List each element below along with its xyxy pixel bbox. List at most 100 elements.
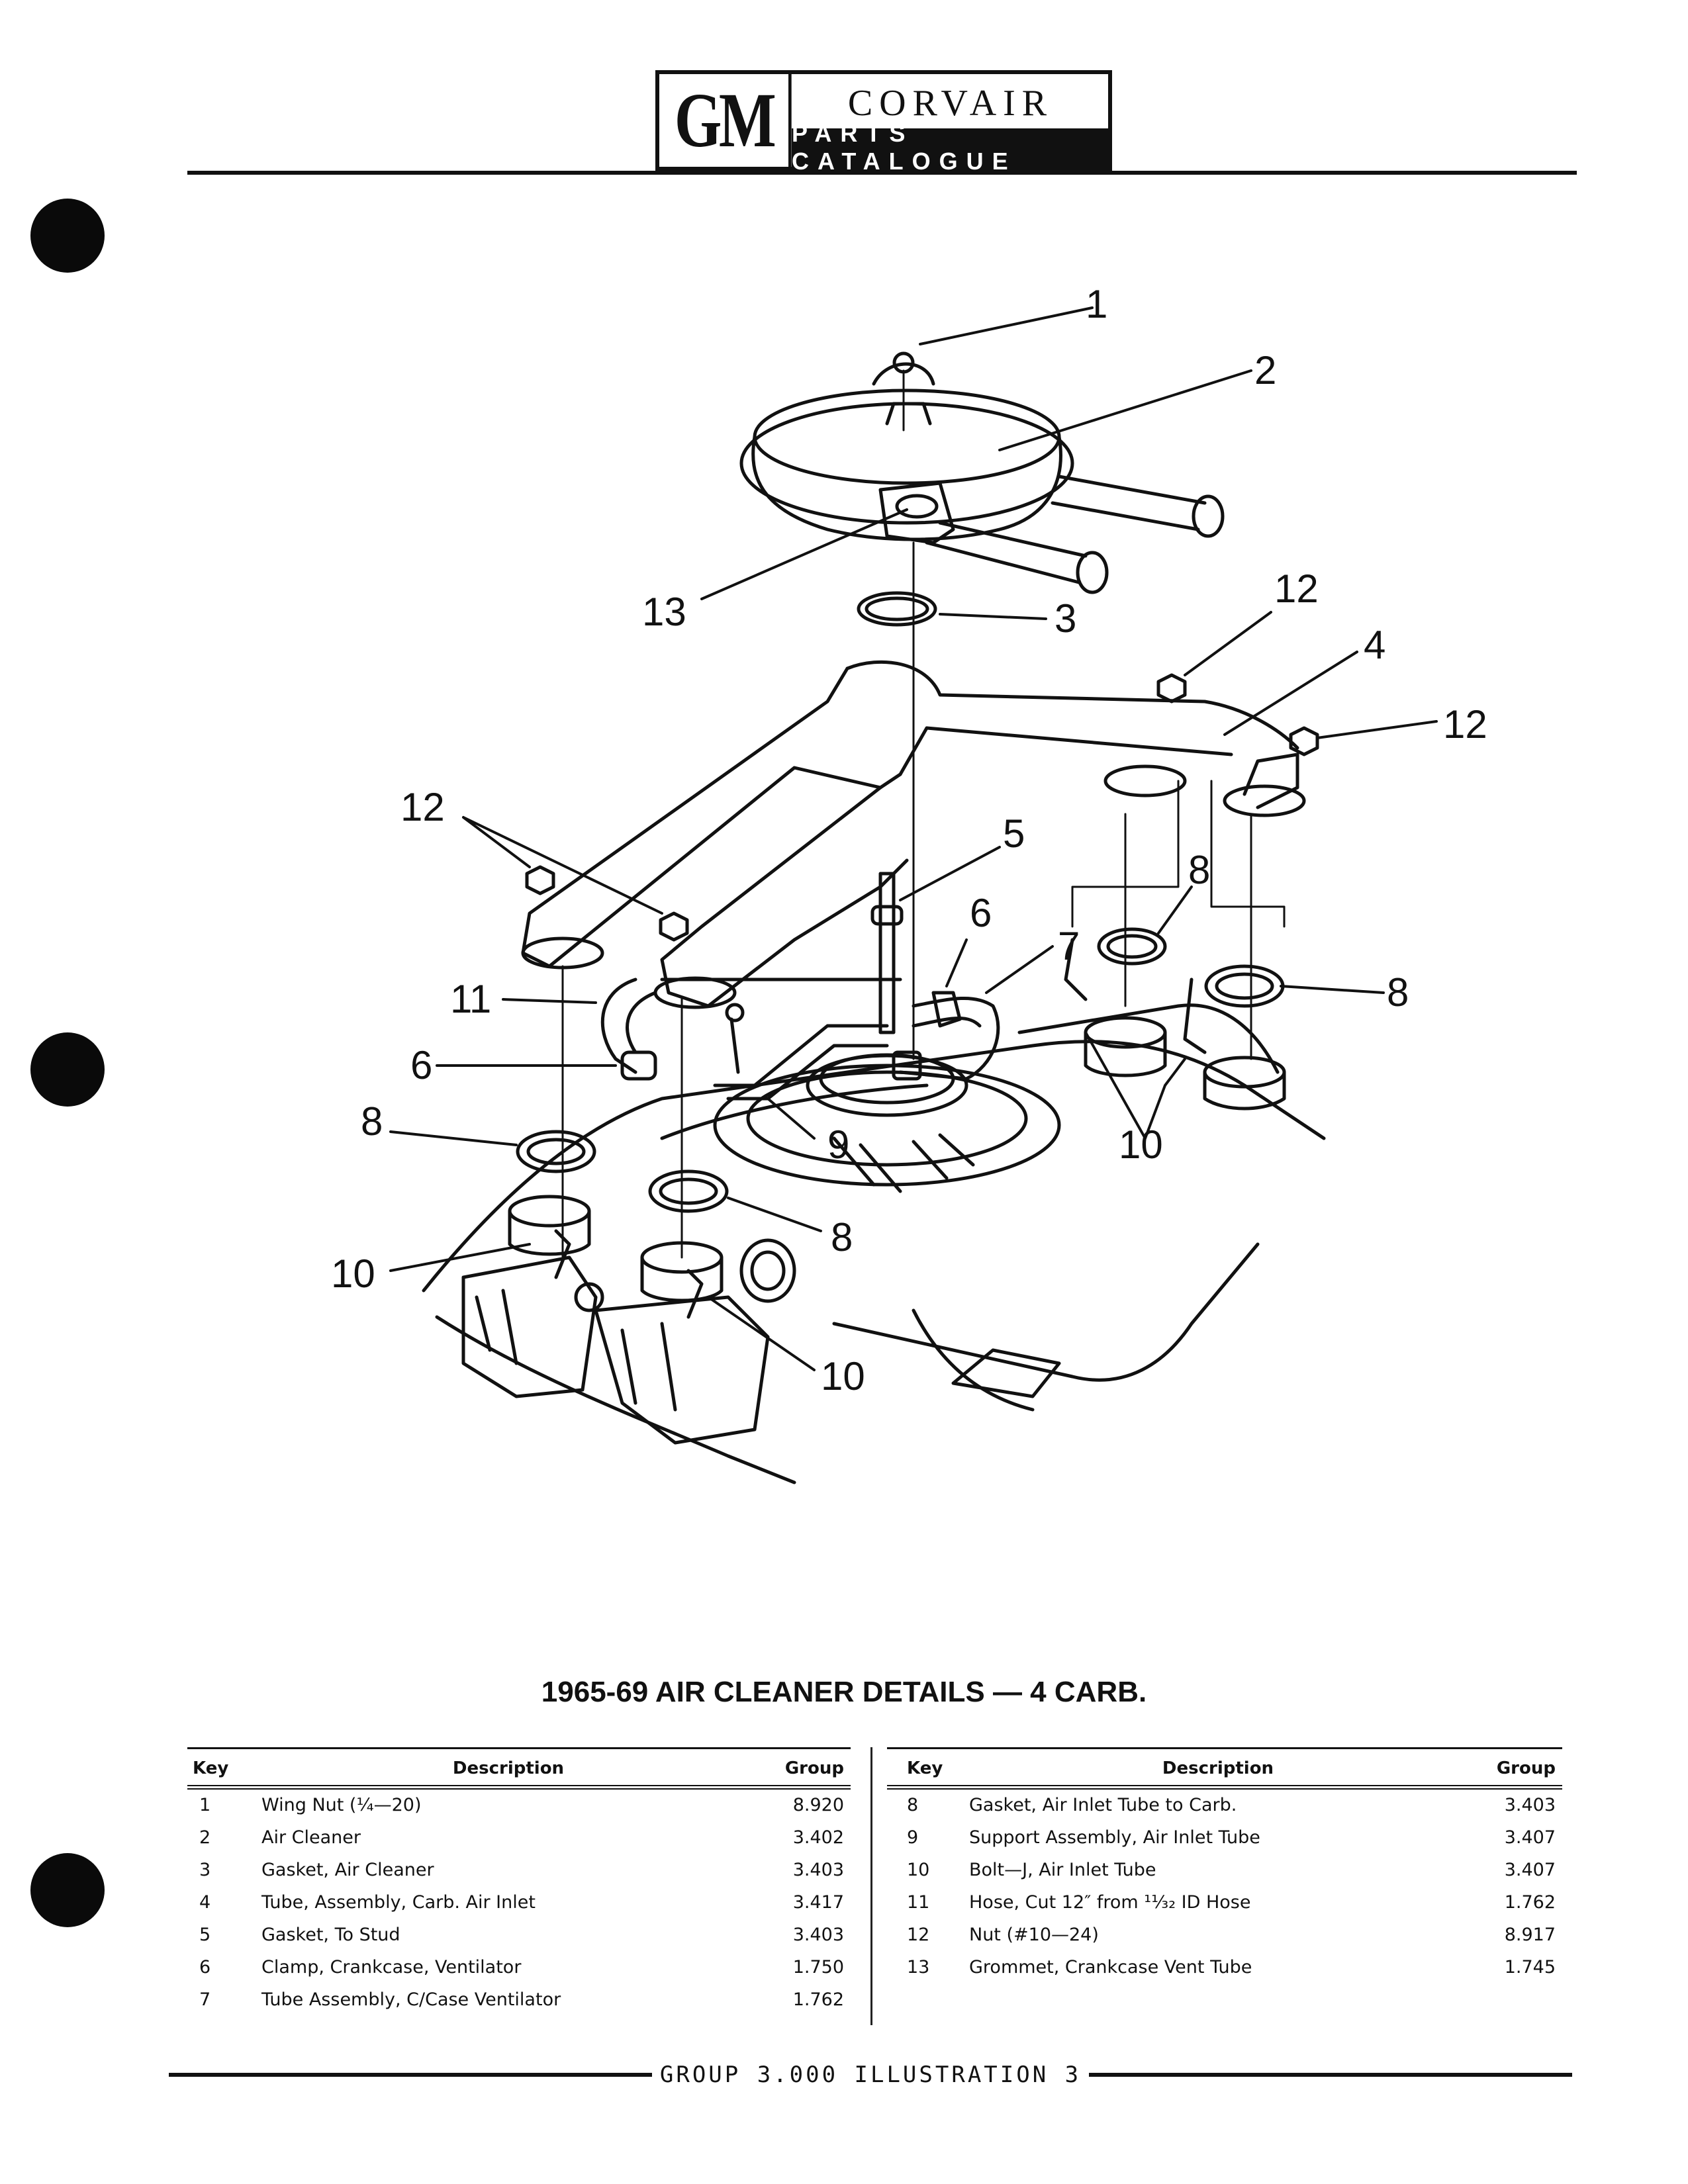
part-key: 5 <box>199 1925 211 1945</box>
callout-label: 1 <box>1086 282 1107 326</box>
engine-shroud <box>422 1003 1326 1484</box>
part-group: 3.403 <box>792 1860 844 1880</box>
table-row: 3 Gasket, Air Cleaner 3.403 <box>187 1854 851 1887</box>
part-key: 13 <box>907 1957 930 1978</box>
part-description: Nut (#10—24) <box>969 1925 1099 1945</box>
table-row: 9 Support Assembly, Air Inlet Tube 3.407 <box>887 1822 1562 1854</box>
part-key: 9 <box>907 1827 919 1848</box>
column-divider <box>870 1747 872 2025</box>
part-key: 3 <box>199 1860 211 1880</box>
callout-label: 5 <box>1003 811 1025 856</box>
table-row: 4 Tube, Assembly, Carb. Air Inlet 3.417 <box>187 1887 851 1919</box>
part-description: Tube, Assembly, Carb. Air Inlet <box>261 1892 536 1913</box>
callout-label: 4 <box>1364 623 1385 667</box>
callout-label: 3 <box>1055 596 1076 641</box>
carburetors-left <box>461 1195 796 1445</box>
part-key: 6 <box>199 1957 211 1978</box>
callout-label: 8 <box>1387 970 1409 1015</box>
nut-10-24 <box>525 673 1319 942</box>
part-description: Clamp, Crankcase, Ventilator <box>261 1957 522 1978</box>
table-row: 5 Gasket, To Stud 3.403 <box>187 1919 851 1952</box>
crankcase-ventilator-tube <box>892 991 1000 1081</box>
callout-leaders <box>389 306 1438 1371</box>
gm-logo: GM CORVAIR PARTS CATALOGUE <box>655 70 1112 175</box>
header-group: Group <box>758 1747 851 1790</box>
part-key: 8 <box>907 1795 919 1815</box>
callout-label: 6 <box>410 1043 432 1087</box>
callout-label: 8 <box>831 1215 853 1259</box>
part-description: Bolt—J, Air Inlet Tube <box>969 1860 1156 1880</box>
air-cleaner-exploded-diagram: 1 2 13 3 12 4 12 12 5 6 7 8 8 11 6 8 9 1… <box>331 282 1487 1484</box>
callout-label: 2 <box>1254 348 1276 392</box>
footer-rule-left <box>169 2073 652 2077</box>
part-group: 3.403 <box>792 1925 844 1945</box>
table-row: 13 Grommet, Crankcase Vent Tube 1.745 <box>887 1952 1562 1984</box>
part-group: 3.417 <box>792 1892 844 1913</box>
callout-label: 9 <box>827 1122 849 1167</box>
binder-hole-bottom <box>30 1853 105 1927</box>
part-key: 10 <box>907 1860 930 1880</box>
catalogue-title: CORVAIR <box>847 83 1054 124</box>
part-description: Grommet, Crankcase Vent Tube <box>969 1957 1252 1978</box>
callout-label: 8 <box>1188 848 1210 892</box>
parts-table-left: Key Description Group 1 Wing Nut (¼—20) 8.… <box>187 1747 851 2017</box>
part-group: 3.403 <box>1504 1795 1556 1815</box>
part-description: Gasket, To Stud <box>261 1925 400 1945</box>
part-group: 3.407 <box>1504 1827 1556 1848</box>
air-inlet-support <box>713 1003 889 1101</box>
table-row: 10 Bolt—J, Air Inlet Tube 3.407 <box>887 1854 1562 1887</box>
gm-logo-mark: GM <box>659 74 792 167</box>
part-key: 2 <box>199 1827 211 1848</box>
part-group: 1.745 <box>1504 1957 1556 1978</box>
table-row: 1 Wing Nut (¼—20) 8.920 <box>187 1788 851 1823</box>
part-group: 1.750 <box>792 1957 844 1978</box>
header-key: Key <box>187 1747 259 1790</box>
callout-label: 13 <box>642 590 686 634</box>
binder-hole-middle <box>30 1032 105 1107</box>
binder-hole-top <box>30 199 105 273</box>
part-key: 1 <box>199 1795 211 1815</box>
header-description: Description <box>259 1747 758 1790</box>
part-group: 1.762 <box>1504 1892 1556 1913</box>
assembly-guide-lines <box>561 369 1286 1259</box>
part-group: 3.407 <box>1504 1860 1556 1880</box>
part-key: 12 <box>907 1925 930 1945</box>
part-group: 3.402 <box>792 1827 844 1848</box>
header-group: Group <box>1470 1747 1562 1790</box>
callout-label: 10 <box>821 1354 865 1398</box>
part-description: Air Cleaner <box>261 1827 361 1848</box>
callout-label: 12 <box>1274 567 1319 611</box>
part-group: 1.762 <box>792 1989 844 2010</box>
part-group: 8.917 <box>1504 1925 1556 1945</box>
table-row: 2 Air Cleaner 3.402 <box>187 1822 851 1854</box>
part-description: Wing Nut (¼—20) <box>261 1795 422 1815</box>
part-group: 8.920 <box>792 1795 844 1815</box>
crankcase-hose <box>600 978 902 1081</box>
header-description: Description <box>966 1747 1470 1790</box>
stud-with-gasket <box>870 872 904 1034</box>
carb-gaskets <box>516 927 1285 1213</box>
part-key: 4 <box>199 1892 211 1913</box>
table-row: 6 Clamp, Crankcase, Ventilator 1.750 <box>187 1952 851 1984</box>
header-key: Key <box>887 1747 966 1790</box>
table-row: 12 Nut (#10—24) 8.917 <box>887 1919 1562 1952</box>
part-description: Support Assembly, Air Inlet Tube <box>969 1827 1260 1848</box>
footer-text: GROUP 3.000 ILLUSTRATION 3 <box>659 2062 1082 2088</box>
footer-rule-right <box>1089 2073 1572 2077</box>
part-description: Tube Assembly, C/Case Ventilator <box>261 1989 561 2010</box>
header-rule <box>187 171 1577 175</box>
carb-air-inlet-tube <box>521 660 1306 1009</box>
illustration-caption: 1965-69 AIR CLEANER DETAILS — 4 CARB. <box>541 1676 1147 1708</box>
callout-label: 8 <box>361 1099 383 1144</box>
callout-label: 12 <box>1443 702 1487 747</box>
part-description: Gasket, Air Cleaner <box>261 1860 434 1880</box>
carburetor-tops-right <box>1064 938 1286 1111</box>
callout-label: 12 <box>400 785 445 829</box>
callout-label: 6 <box>970 891 992 935</box>
air-cleaner <box>739 351 1225 594</box>
callout-label: 7 <box>1058 924 1080 968</box>
